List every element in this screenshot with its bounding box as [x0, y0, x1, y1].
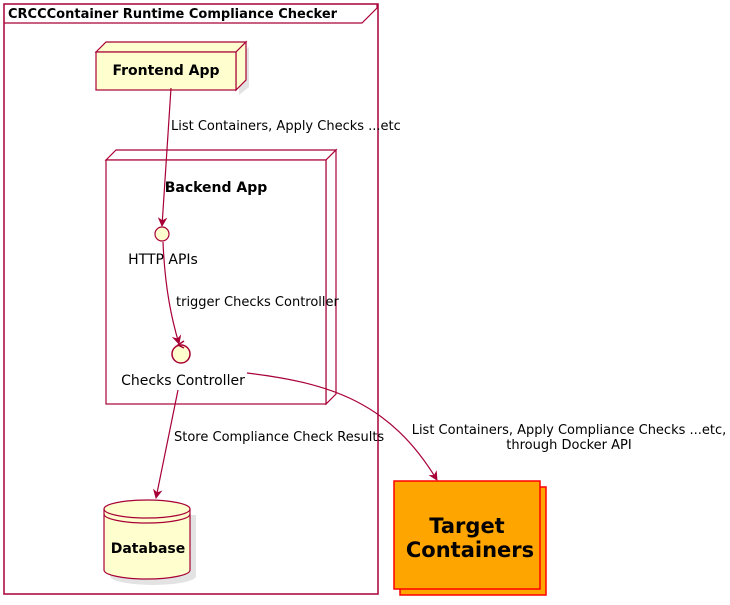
control-circle-icon	[171, 344, 191, 364]
database-cylinder-icon	[103, 499, 191, 580]
database-label: Database	[111, 541, 186, 557]
backend-app-label: Backend App	[165, 180, 268, 196]
target-containers-node[interactable]: Target Containers	[393, 480, 547, 596]
edge-controller-to-database: Store Compliance Check Results	[153, 389, 384, 499]
frontend-app-label: Frontend App	[112, 63, 219, 79]
edge-controller-to-target: List Containers, Apply Compliance Checks…	[246, 372, 727, 481]
edge-http-to-controller-label: trigger Checks Controller	[176, 295, 340, 310]
checks-controller-node[interactable]: Checks Controller	[121, 340, 245, 389]
edge-controller-to-target-label-1: List Containers, Apply Compliance Checks…	[412, 423, 727, 438]
control-arrowhead-icon	[176, 340, 185, 349]
frontend-app-node[interactable]: Frontend App	[94, 40, 249, 95]
frame-title: CRCCContainer Runtime Compliance Checker	[8, 7, 338, 22]
edge-controller-to-database-label: Store Compliance Check Results	[174, 430, 384, 445]
http-apis-label: HTTP APIs	[128, 252, 198, 268]
http-apis-interface[interactable]: HTTP APIs	[128, 226, 198, 268]
backend-app-node[interactable]: Backend App	[104, 148, 338, 406]
checks-controller-label: Checks Controller	[121, 373, 245, 389]
edge-frontend-to-http-label: List Containers, Apply Checks ...etc	[171, 119, 401, 134]
edge-http-to-controller: trigger Checks Controller	[162, 241, 340, 345]
edge-frontend-to-http: List Containers, Apply Checks ...etc	[157, 87, 401, 227]
interface-circle-icon	[154, 226, 170, 242]
database-node[interactable]: Database	[103, 499, 196, 585]
target-containers-line2: Containers	[406, 538, 534, 562]
outer-frame: CRCCContainer Runtime Compliance Checker	[3, 3, 379, 595]
target-containers-line1: Target	[429, 514, 504, 538]
edge-controller-to-target-label-2: through Docker API	[506, 438, 631, 453]
